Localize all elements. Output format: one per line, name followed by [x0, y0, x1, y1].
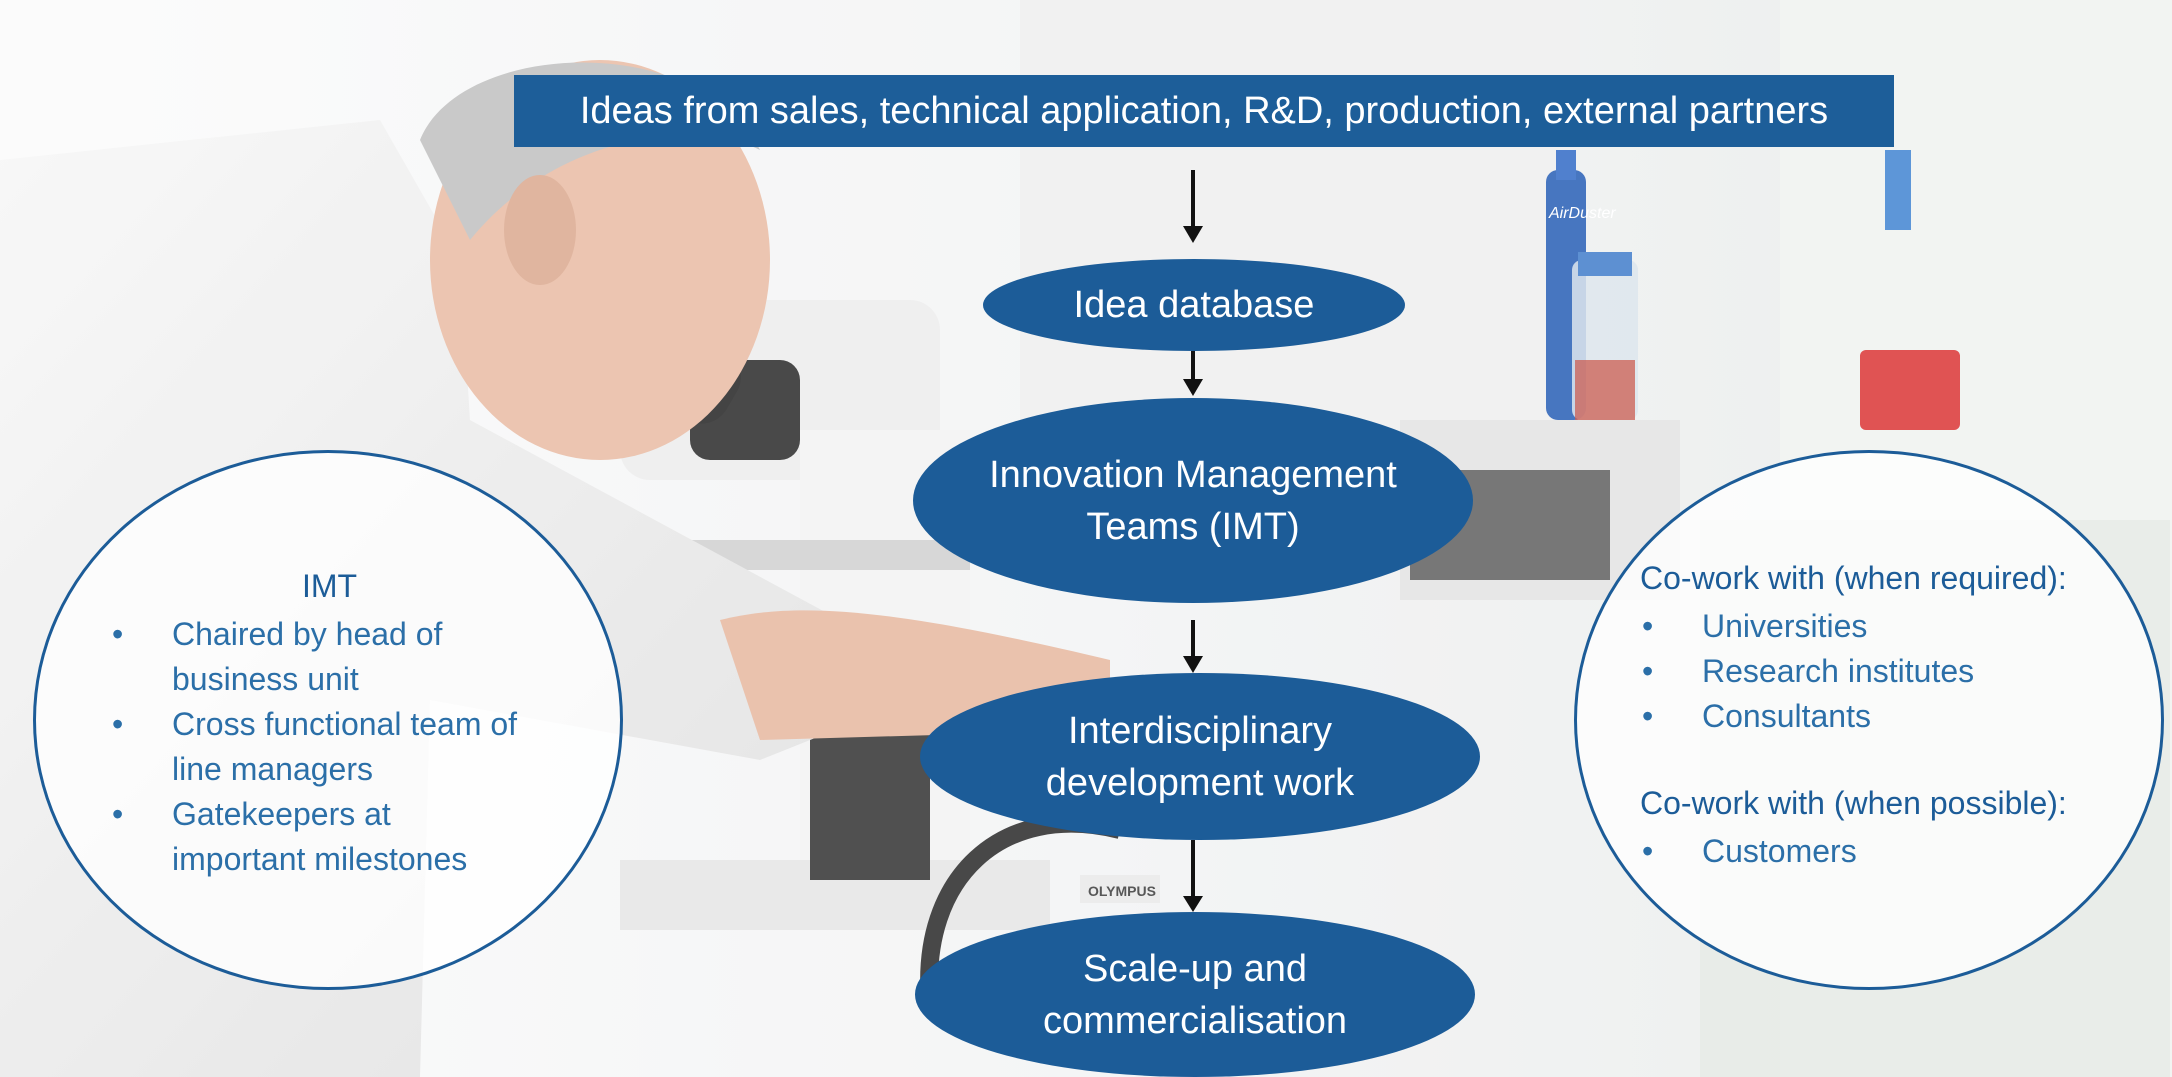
svg-text:AirDuster: AirDuster: [1548, 205, 1616, 222]
interdisciplinary-development-node: Interdisciplinary development work: [920, 673, 1480, 840]
bullet-icon: •: [112, 616, 124, 652]
bullet-icon: •: [1642, 608, 1654, 644]
imt-label-line1: Innovation Management: [989, 453, 1397, 496]
imt-label-line2: Teams (IMT): [1086, 505, 1300, 548]
list-item-text: Cross functional team of: [172, 706, 518, 742]
cowork-required-title: Co-work with (when required):: [1640, 560, 2067, 596]
bullet-icon: •: [112, 706, 124, 742]
list-item-text: Chaired by head of: [172, 616, 443, 652]
bullet-icon: •: [1642, 833, 1654, 869]
list-item: • Gatekeepers at important milestones: [110, 792, 517, 882]
list-item-text: Universities: [1702, 608, 1868, 644]
cowork-required-list: • Universities • Research institutes • C…: [1640, 604, 1974, 739]
bullet-icon: •: [1642, 653, 1654, 689]
list-item: • Customers: [1640, 829, 1857, 874]
idea-database-label: Idea database: [1073, 284, 1315, 326]
list-item-text: business unit: [172, 661, 359, 697]
interdisciplinary-label-line1: Interdisciplinary: [1068, 709, 1332, 752]
list-item-text: Customers: [1702, 833, 1857, 869]
list-item: • Research institutes: [1640, 649, 1974, 694]
cowork-details-circle: [1574, 450, 2164, 990]
list-item: • Universities: [1640, 604, 1974, 649]
list-item: • Chaired by head of business unit: [110, 612, 517, 702]
bullet-icon: •: [1642, 698, 1654, 734]
cowork-possible-list: • Customers: [1640, 829, 1857, 874]
scaleup-commercialisation-node: Scale-up and commercialisation: [915, 912, 1475, 1077]
imt-details-title: IMT: [302, 568, 358, 604]
list-item: • Cross functional team of line managers: [110, 702, 517, 792]
list-item-text: Consultants: [1702, 698, 1871, 734]
ideas-sources-banner: Ideas from sales, technical application,…: [514, 75, 1894, 147]
list-item: • Consultants: [1640, 694, 1974, 739]
scaleup-label-line2: commercialisation: [1042, 999, 1348, 1042]
imt-details-list: • Chaired by head of business unit • Cro…: [110, 612, 517, 882]
innovation-management-teams-node: Innovation Management Teams (IMT): [913, 398, 1473, 603]
cowork-possible-title: Co-work with (when possible):: [1640, 785, 2067, 821]
list-item-text: line managers: [172, 751, 373, 787]
imt-details-circle: [33, 450, 623, 990]
interdisciplinary-label-line2: development work: [1045, 761, 1355, 804]
scaleup-label-line1: Scale-up and: [1083, 947, 1307, 990]
svg-text:OLYMPUS: OLYMPUS: [1088, 883, 1156, 899]
list-item-text: important milestones: [172, 841, 468, 877]
idea-database-node: Idea database: [983, 259, 1405, 351]
list-item-text: Gatekeepers at: [172, 796, 391, 832]
bullet-icon: •: [112, 796, 124, 832]
list-item-text: Research institutes: [1702, 653, 1975, 689]
